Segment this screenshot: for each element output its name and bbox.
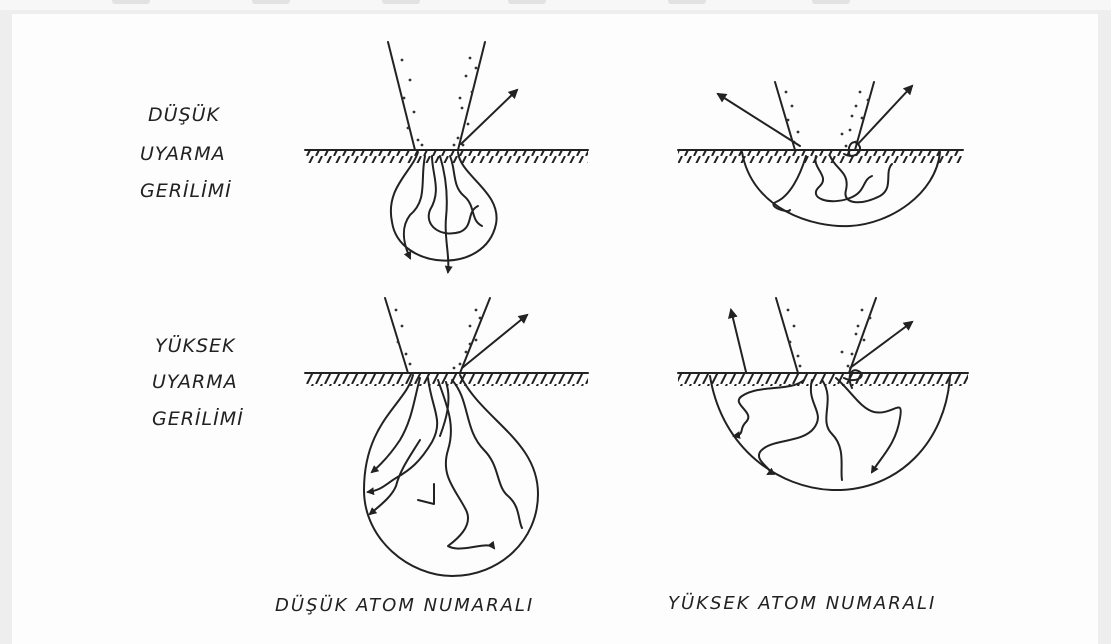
panel-low-voltage-high-z: [678, 82, 963, 226]
beam-electrons: [785, 91, 870, 148]
electron-trajectory: [773, 156, 806, 211]
row-label-high-voltage-line3: GERİLİMİ: [152, 410, 244, 429]
backscattered-electron: [731, 310, 746, 372]
row-label-high-voltage-line1: YÜKSEK: [155, 337, 236, 356]
beam-electrons: [787, 309, 872, 368]
electron-trajectory: [438, 380, 494, 549]
row-label-low-voltage-line2: UYARMA: [140, 145, 226, 164]
electron-trajectory: [440, 156, 448, 272]
electron-trajectory: [452, 380, 522, 528]
electron-trajectory: [822, 380, 842, 480]
electron-trajectory: [759, 380, 818, 474]
row-label-high-voltage-line2: UYARMA: [152, 373, 238, 392]
beam-edge: [388, 42, 415, 150]
interaction-volume: [364, 375, 538, 576]
beam-electrons: [395, 309, 482, 370]
electron-trajectory: [372, 378, 420, 472]
column-label-low-atomic-number: DÜŞÜK ATOM NUMARALI: [275, 597, 534, 615]
panel-low-voltage-low-z: [305, 42, 588, 272]
row-label-low-voltage-line3: GERİLİMİ: [140, 182, 232, 201]
panel-high-voltage-low-z: [305, 298, 588, 576]
electron-trajectory: [450, 156, 482, 226]
row-label-low-voltage-line1: DÜŞÜK: [148, 106, 220, 125]
electron-trajectory: [370, 440, 420, 514]
surface-hatching: [305, 151, 588, 163]
electron-trajectory: [734, 380, 804, 436]
beam-electrons: [401, 57, 478, 147]
panel-high-voltage-high-z: [678, 298, 968, 490]
surface-hatching: [678, 151, 963, 163]
backscattered-electron: [858, 86, 912, 144]
column-label-high-atomic-number: YÜKSEK ATOM NUMARALI: [668, 595, 936, 613]
backscattered-electron: [461, 90, 517, 144]
interaction-volume: [742, 152, 940, 226]
electron-trajectory: [418, 484, 434, 504]
beam-edge: [855, 82, 874, 150]
electron-trajectory: [836, 378, 901, 472]
